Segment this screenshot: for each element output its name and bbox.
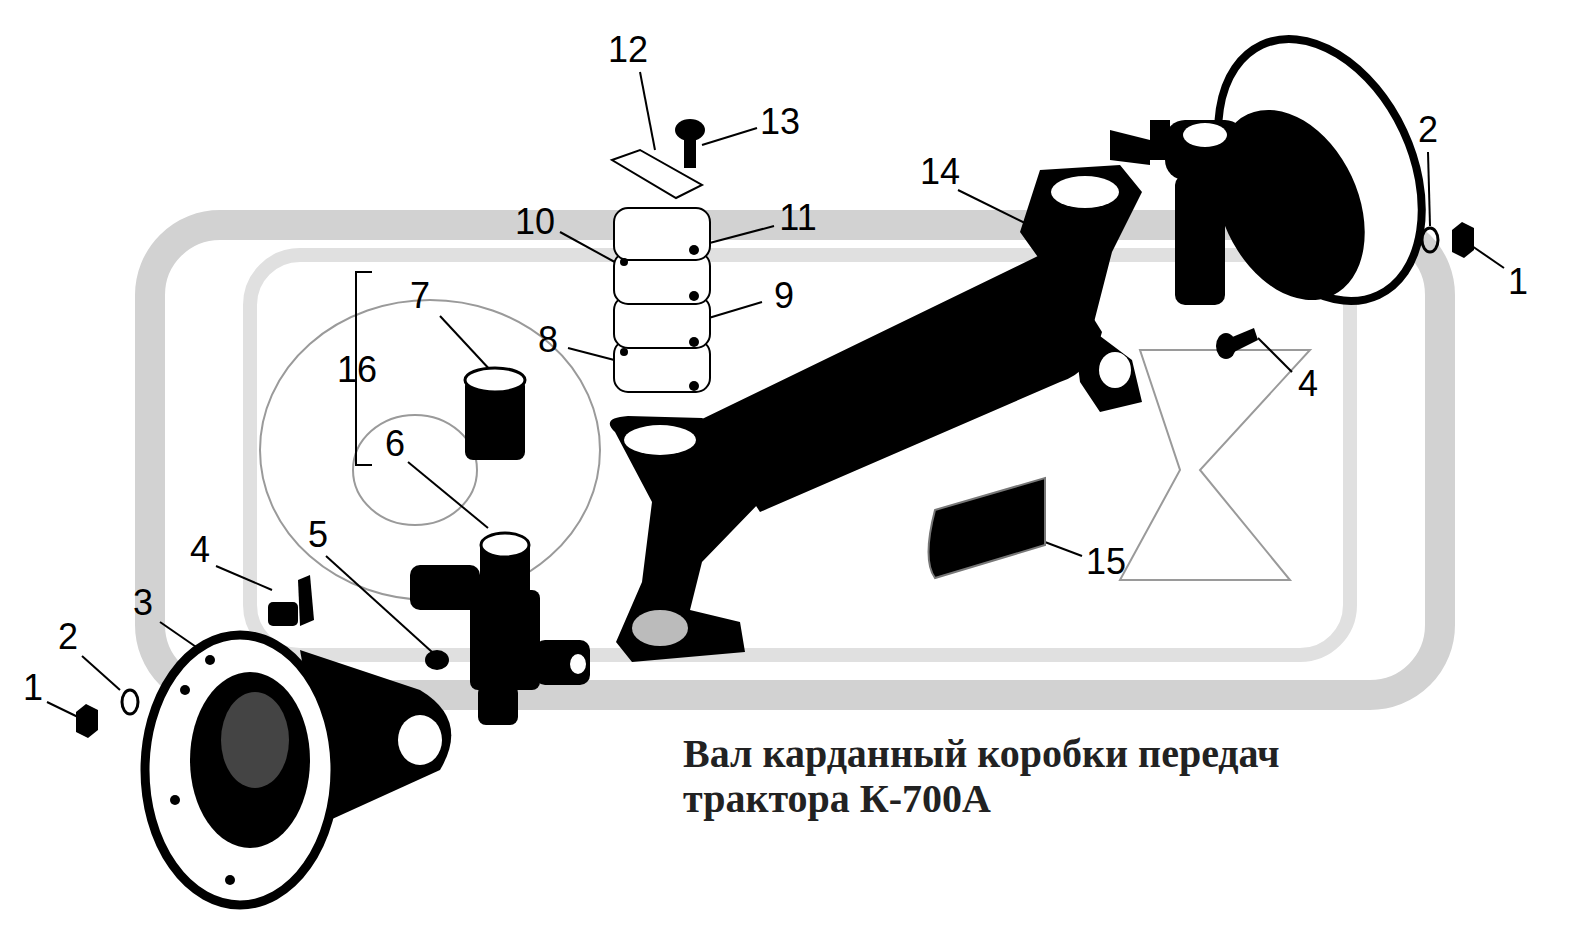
cross <box>410 533 590 725</box>
drawing-part <box>145 635 335 905</box>
drawing-part <box>640 72 655 150</box>
drawing-part <box>689 245 699 255</box>
callout-number: 2 <box>58 619 78 655</box>
drawing-part <box>225 875 235 885</box>
callout-number: 6 <box>385 426 405 462</box>
callout-number: 4 <box>190 532 210 568</box>
drawing-part <box>260 300 600 600</box>
leader-lines <box>47 72 1504 718</box>
drawing-part <box>122 690 138 714</box>
drawing-part <box>632 610 688 646</box>
drawing-part <box>398 715 442 765</box>
right-fasteners <box>1216 222 1474 359</box>
drawing-part <box>1258 338 1292 372</box>
drawing-part <box>1110 130 1150 165</box>
drawing-part <box>702 226 774 245</box>
bearing <box>465 368 525 460</box>
callout-number: 4 <box>1298 366 1318 402</box>
drawing-part <box>408 462 488 528</box>
drawing-part <box>689 291 699 301</box>
caps <box>612 150 710 392</box>
drawing-part <box>170 795 180 805</box>
callout-number: 7 <box>410 278 430 314</box>
callout-number: 10 <box>515 204 555 240</box>
drawing-title: Вал карданный коробки передач трактора К… <box>683 732 1403 822</box>
drawing-part <box>47 702 80 718</box>
drawing-part <box>205 655 215 665</box>
callout-number: 14 <box>920 154 960 190</box>
drawing-part <box>190 672 310 848</box>
drawing-part <box>614 208 710 260</box>
callout-number: 5 <box>308 517 328 553</box>
plate-15 <box>929 478 1046 578</box>
drawing-part <box>684 134 696 168</box>
drawing-part <box>689 381 699 391</box>
right-flange <box>1110 6 1462 334</box>
drawing-part <box>1020 165 1142 412</box>
drawing-part <box>1230 328 1258 352</box>
bolt-13 <box>675 119 705 168</box>
callout-number: 16 <box>337 352 377 388</box>
drawing-part <box>1428 152 1430 226</box>
drawing-part <box>440 316 492 372</box>
drawing-part <box>478 685 518 725</box>
drawing-part <box>700 255 1102 512</box>
drawing-part <box>624 425 696 455</box>
drawing-part <box>570 654 586 674</box>
callout-number: 13 <box>760 104 800 140</box>
drawing-part <box>481 533 529 557</box>
drawing-part <box>465 368 525 392</box>
drawing-part <box>216 566 272 590</box>
drawing-part <box>689 337 699 347</box>
left-fasteners <box>76 575 314 738</box>
drawing-part <box>221 692 289 788</box>
drawing-part <box>268 602 298 626</box>
drawing-part <box>353 415 477 525</box>
drawing-part <box>1422 228 1438 252</box>
drawing-part <box>1175 175 1225 305</box>
drawing-part <box>1051 176 1119 208</box>
drawing-part <box>535 640 590 685</box>
callout-number: 9 <box>774 278 794 314</box>
callout-number: 3 <box>133 585 153 621</box>
drawing-part <box>560 232 622 266</box>
drawing-part <box>180 685 190 695</box>
drawing-part <box>1472 246 1504 268</box>
drawing-part <box>250 255 1350 655</box>
shaft <box>610 165 1142 662</box>
drawing-part <box>702 128 757 145</box>
callout-number: 12 <box>608 32 648 68</box>
drawing-part <box>470 590 540 690</box>
drawing-part <box>410 565 480 610</box>
drawing-part <box>425 650 449 670</box>
drawing-part <box>610 416 762 662</box>
drawing-part <box>76 704 98 738</box>
drawing-part <box>929 478 1046 578</box>
drawing-part <box>620 348 628 356</box>
left-flange <box>145 635 451 905</box>
drawing-part <box>1120 350 1310 580</box>
drawing-part <box>620 258 628 266</box>
drawing-part <box>1183 123 1227 147</box>
watermark <box>150 225 1440 695</box>
callout-number: 11 <box>779 200 816 236</box>
callout-number: 15 <box>1086 544 1126 580</box>
cap-holes <box>620 245 699 391</box>
callout-number: 2 <box>1418 112 1438 148</box>
drawing-part <box>1452 222 1474 258</box>
drawing-part <box>1099 352 1131 388</box>
callout-number: 1 <box>1508 264 1528 300</box>
drawing-part <box>1165 120 1245 180</box>
drawing-part <box>82 656 120 690</box>
callout-number: 1 <box>23 670 43 706</box>
callout-number: 8 <box>538 322 558 358</box>
drawing-part <box>150 225 1440 695</box>
drawing-part <box>298 575 314 626</box>
drawing-part <box>1150 120 1170 160</box>
